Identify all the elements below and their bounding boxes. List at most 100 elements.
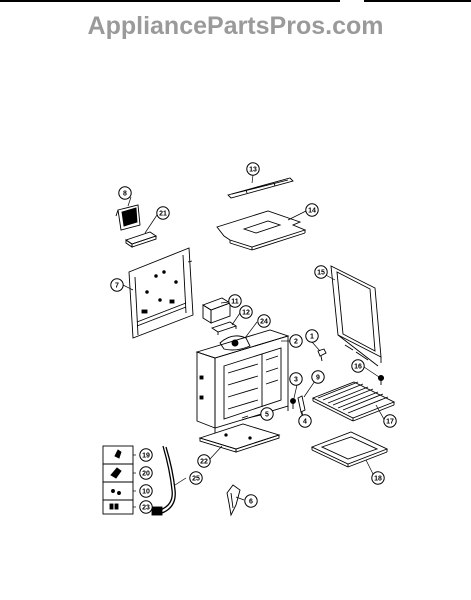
callout-12: 12 — [239, 305, 253, 319]
top-border-right — [364, 0, 471, 2]
top-border-left — [0, 0, 340, 2]
callout-circle — [239, 305, 253, 319]
callout-number: 13 — [249, 166, 257, 173]
part-hardware-kits — [102, 445, 134, 515]
callout-number: 4 — [303, 418, 307, 425]
callout-23: 23 — [139, 500, 153, 514]
callout-circle — [189, 471, 203, 485]
part-bracket — [226, 484, 241, 517]
callout-number: 17 — [386, 418, 394, 425]
part-bottom-panel — [198, 423, 281, 453]
part-knob-small — [317, 348, 327, 362]
part-broiler-pan — [310, 431, 389, 468]
callout-circle — [311, 370, 325, 384]
callout-number: 18 — [374, 475, 382, 482]
part-gas-fitting — [290, 398, 296, 409]
callout-circle — [139, 448, 153, 462]
leader-lines — [122, 174, 386, 508]
part-valve — [297, 395, 306, 418]
callout-circle — [289, 372, 303, 386]
part-flue-cover — [210, 321, 238, 335]
callout-16: 16 — [351, 359, 365, 373]
callout-number: 9 — [316, 374, 320, 381]
callout-3: 3 — [289, 372, 303, 386]
callout-number: 1 — [310, 333, 314, 340]
callout-circle — [298, 414, 312, 428]
callout-circle — [228, 294, 242, 308]
part-leveling-leg — [377, 374, 385, 385]
callout-11: 11 — [228, 294, 242, 308]
callout-4: 4 — [298, 414, 312, 428]
callout-circle — [305, 203, 319, 217]
callout-number: 10 — [142, 488, 150, 495]
callout-8: 8 — [118, 186, 132, 200]
callout-22: 22 — [197, 454, 211, 468]
callout-number: 11 — [231, 298, 239, 305]
callout-1: 1 — [305, 329, 319, 343]
callout-number: 8 — [123, 190, 127, 197]
callout-14: 14 — [305, 203, 319, 217]
part-flue-box — [201, 297, 232, 324]
callout-number: 12 — [242, 309, 250, 316]
callout-circle — [305, 329, 319, 343]
callout-circle — [246, 162, 260, 176]
callout-circle — [118, 186, 132, 200]
callout-circle — [260, 407, 274, 421]
callout-circle — [383, 414, 397, 428]
callout-24: 24 — [257, 314, 271, 328]
callout-circle — [289, 334, 303, 348]
callout-13: 13 — [246, 162, 260, 176]
part-power-cord — [151, 445, 176, 516]
callout-20: 20 — [139, 466, 153, 480]
callout-circle — [110, 278, 124, 292]
callout-5: 5 — [260, 407, 274, 421]
callout-circle — [139, 500, 153, 514]
callout-number: 6 — [249, 498, 253, 505]
part-back-panel — [128, 247, 194, 339]
part-door-frame — [330, 265, 382, 367]
callout-circle — [139, 484, 153, 498]
callout-6: 6 — [244, 494, 258, 508]
callout-15: 15 — [314, 265, 328, 279]
part-handle-insert — [124, 231, 158, 248]
callout-number: 15 — [317, 269, 325, 276]
callout-9: 9 — [311, 370, 325, 384]
callout-17: 17 — [383, 414, 397, 428]
callout-circle — [197, 454, 211, 468]
watermark-text: AppliancePartsPros.com — [87, 12, 384, 40]
callout-number: 3 — [294, 376, 298, 383]
callout-number: 25 — [192, 475, 200, 482]
callout-circle — [314, 265, 328, 279]
callout-number: 20 — [142, 470, 150, 477]
callout-19: 19 — [139, 448, 153, 462]
callout-7: 7 — [110, 278, 124, 292]
part-door-handle — [115, 204, 141, 231]
callout-circle — [244, 494, 258, 508]
callout-number: 5 — [265, 411, 269, 418]
callout-circle — [156, 206, 170, 220]
callout-layer: 1234567891011121314151617181920212223242… — [110, 162, 397, 514]
callout-circle — [351, 359, 365, 373]
callout-circle — [371, 471, 385, 485]
callout-25: 25 — [189, 471, 203, 485]
part-top-cover — [216, 210, 307, 251]
callout-number: 22 — [200, 458, 208, 465]
callout-10: 10 — [139, 484, 153, 498]
callout-number: 19 — [142, 452, 150, 459]
callout-number: 23 — [142, 504, 150, 511]
part-burner-shield — [219, 335, 251, 351]
callout-circle — [257, 314, 271, 328]
callout-circle — [139, 466, 153, 480]
callout-21: 21 — [156, 206, 170, 220]
callout-number: 14 — [308, 207, 316, 214]
callout-number: 2 — [294, 338, 298, 345]
part-oven-rack — [311, 381, 396, 422]
callout-number: 7 — [115, 282, 119, 289]
callout-number: 16 — [354, 363, 362, 370]
callout-2: 2 — [289, 334, 303, 348]
part-grate-fitting — [241, 415, 249, 421]
callout-18: 18 — [371, 471, 385, 485]
part-trim-strip — [227, 177, 294, 199]
callout-number: 24 — [260, 318, 268, 325]
